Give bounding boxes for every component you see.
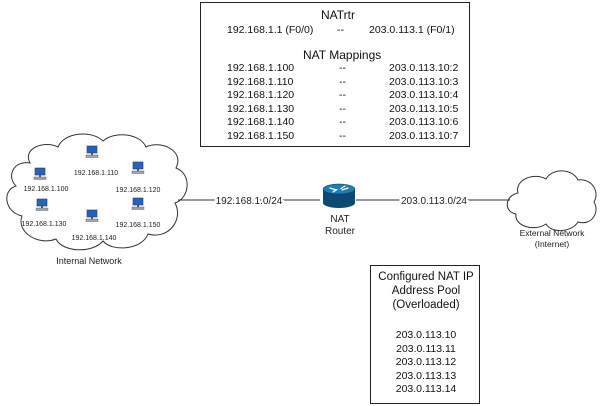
nat-mappings-title: NAT Mappings (303, 48, 382, 62)
nat-mapping-separator: -- (339, 116, 346, 128)
nat-mapping-inside: 192.168.1.120 (227, 89, 295, 101)
nat-mapping-outside: 203.0.113.10:4 (389, 89, 459, 101)
pool-address: 203.0.113.11 (396, 342, 456, 355)
nat-mapping-inside: 192.168.1.150 (227, 129, 295, 142)
host-ip-label: 192.168.1.120 (116, 187, 161, 194)
nat-mapping-outside: 203.0.113.10:2 (389, 62, 459, 74)
nat-mapping-separator: -- (339, 62, 346, 74)
outside-subnet-label: 203.0.113.0/24 (401, 196, 467, 207)
internal-network-label: Internal Network (56, 256, 122, 266)
router-icon (322, 183, 356, 208)
pc-icon (131, 161, 145, 174)
pool-address: 203.0.113.13 (395, 369, 457, 382)
pool-title-line: (Overloaded) (392, 299, 460, 311)
interface-separator: -- (337, 24, 344, 36)
router-label-line1: NAT (330, 214, 349, 225)
pool-address: 203.0.113.10 (395, 329, 457, 341)
external-network-cloud (506, 170, 597, 231)
pc-icon (85, 145, 99, 158)
outside-interface: 203.0.113.1 (F0/1) (369, 24, 455, 36)
inside-interface: 192.168.1.1 (F0/0) (227, 24, 314, 36)
host-ip-label: 192.168.1.100 (24, 186, 69, 193)
external-network-label-line2: (Internet) (535, 239, 570, 249)
nat-mapping-inside: 192.168.1.130 (227, 102, 295, 115)
pc-icon (33, 167, 47, 180)
inside-subnet-label: 192.168.1.0/24 (216, 196, 283, 207)
nat-router-title: NATrtr (321, 8, 355, 22)
external-network-label-line1: External Network (520, 228, 585, 238)
nat-mapping-separator: -- (339, 102, 346, 115)
host-ip-label: 192.168.1.110 (74, 170, 118, 177)
pool-address: 203.0.113.12 (395, 356, 457, 368)
nat-mapping-outside: 203.0.113.10:6 (389, 116, 459, 128)
pc-icon (131, 197, 145, 210)
host-ip-label: 192.168.1.140 (72, 235, 117, 242)
nat-mapping-outside: 203.0.113.10:3 (389, 75, 459, 88)
nat-mapping-inside: 192.168.1.140 (227, 116, 295, 128)
pool-address: 203.0.113.14 (395, 383, 457, 395)
nat-mapping-separator: -- (339, 129, 346, 142)
nat-mapping-outside: 203.0.113.10:7 (389, 129, 459, 142)
nat-mapping-inside: 192.168.1.110 (227, 75, 294, 88)
nat-mapping-separator: -- (339, 89, 346, 101)
router-label-line2: Router (325, 226, 356, 237)
host-ip-label: 192.168.1.150 (116, 222, 161, 229)
pool-title-line: Address Pool (391, 285, 461, 297)
nat-pool-box: Configured NAT IP Address Pool (Overloaded… (370, 265, 480, 404)
nat-mapping-separator: -- (339, 75, 346, 88)
nat-table-box: NATrtr 192.168.1.1 (F0/0) -- 203.0.113.1… (200, 2, 470, 147)
host-ip-label: 192.168.1.130 (22, 221, 67, 228)
pc-icon (85, 209, 99, 222)
nat-mapping-outside: 203.0.113.10:5 (389, 102, 459, 115)
nat-mapping-inside: 192.168.1.100 (227, 62, 295, 74)
pool-title-line: Configured NAT IP (378, 271, 474, 283)
pc-icon (35, 198, 49, 211)
